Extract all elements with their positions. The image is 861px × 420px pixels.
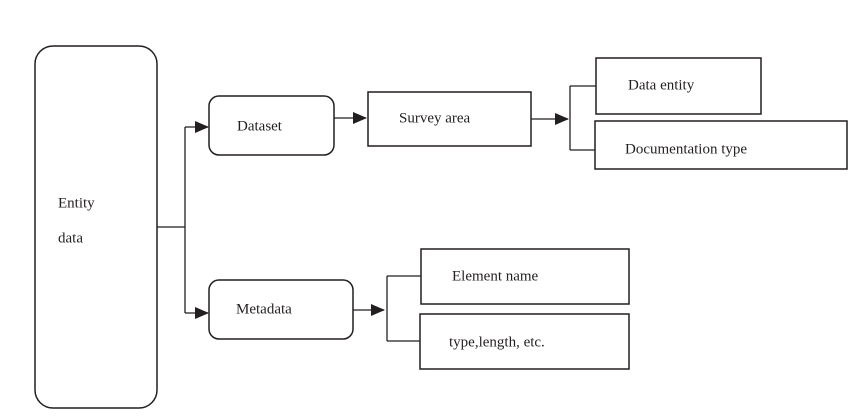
- entity-data-label-line2: data: [58, 230, 83, 246]
- survey-area-label: Survey area: [399, 110, 471, 126]
- documentation-type-label: Documentation type: [625, 141, 747, 157]
- dataset-label: Dataset: [237, 118, 283, 134]
- root-branch-connector: [157, 121, 209, 319]
- dataset-node: Dataset: [208, 95, 335, 156]
- element-name-node: Element name: [420, 248, 630, 305]
- entity-data-node: Entity data: [34, 45, 158, 409]
- metadata-node: Metadata: [208, 279, 354, 340]
- data-entity-node: Data entity: [595, 57, 762, 115]
- documentation-type-node: Documentation type: [594, 120, 848, 170]
- type-length-node: type,length, etc.: [419, 313, 630, 370]
- element-name-label: Element name: [452, 268, 539, 284]
- survey-area-node: Survey area: [367, 91, 532, 147]
- entity-data-label-line1: Entity: [58, 195, 95, 211]
- dataset-children-bracket: [569, 85, 596, 151]
- metadata-children-bracket: [386, 275, 421, 342]
- data-entity-label: Data entity: [628, 77, 695, 93]
- metadata-label: Metadata: [236, 301, 292, 317]
- type-length-label: type,length, etc.: [449, 334, 545, 350]
